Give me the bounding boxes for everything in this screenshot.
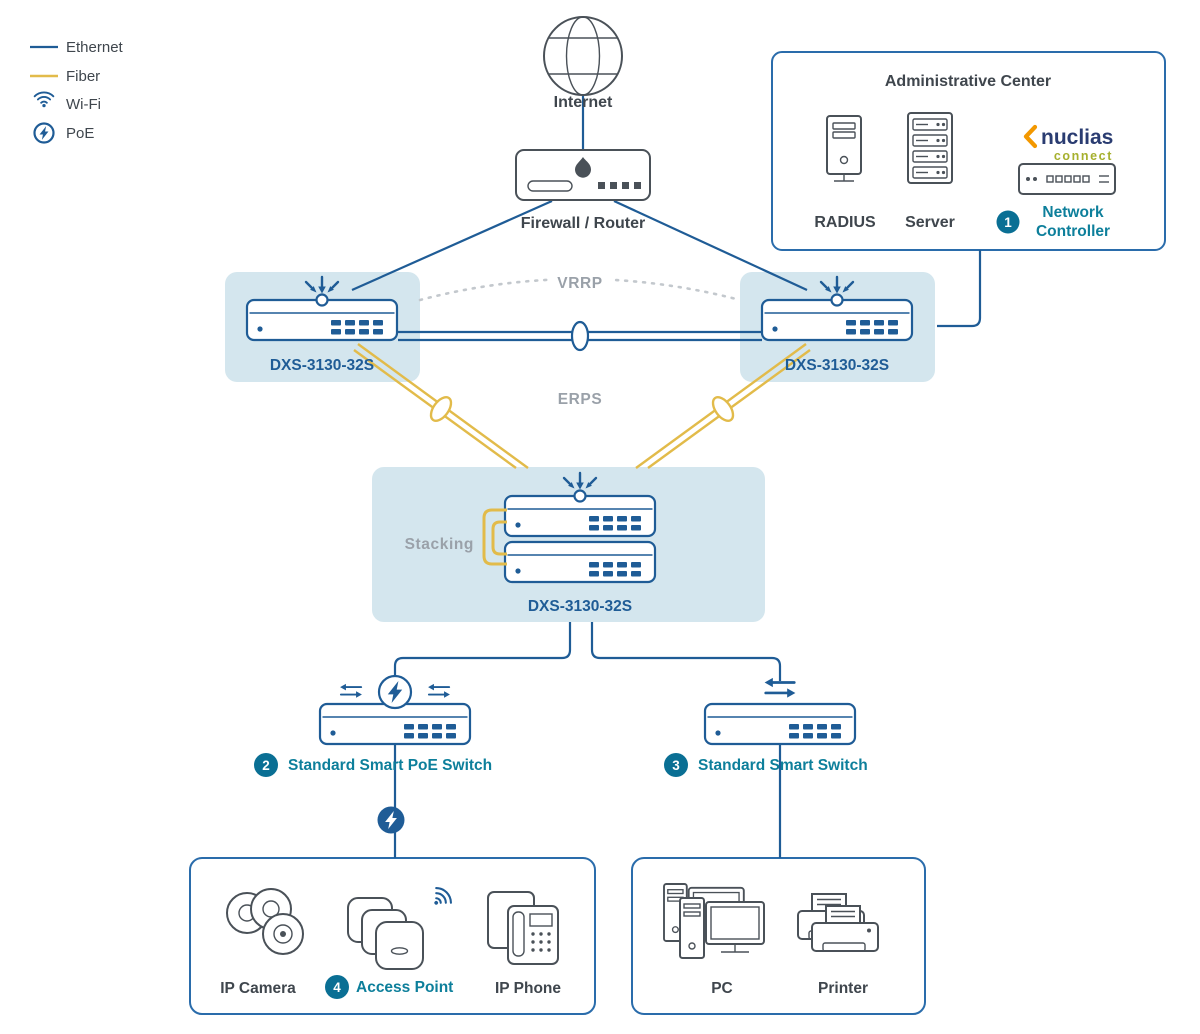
legend-wifi-label: Wi-Fi xyxy=(66,96,101,113)
stacking-cable-outer xyxy=(482,508,507,566)
internet-node: Internet xyxy=(543,16,623,111)
server-label: Server xyxy=(905,214,955,231)
lan-endpoints: PC Printer xyxy=(663,883,879,997)
erps-label: ERPS xyxy=(558,391,603,408)
firewall-label: Firewall / Router xyxy=(521,215,645,232)
globe-meridian xyxy=(565,16,601,96)
poe-injector-icon xyxy=(377,806,405,834)
core-switch-right-label: DXS-3130-32S xyxy=(785,357,889,374)
access-point-icon xyxy=(347,884,455,970)
fiber-ring-right-icon xyxy=(711,396,735,422)
switch-icon xyxy=(703,702,857,746)
wifi-icon xyxy=(33,91,55,109)
admin-center-box xyxy=(771,51,1166,251)
firewall-slot xyxy=(527,180,573,192)
legend-item-poe: PoE xyxy=(33,122,94,144)
link-stack-smart-switch xyxy=(590,622,782,681)
link-firewall-core-right xyxy=(613,200,808,291)
ip-camera-label: IP Camera xyxy=(220,980,296,997)
badge-3 xyxy=(664,753,688,777)
link-firewall-core-left xyxy=(351,199,553,292)
stack-switch-bottom-icon xyxy=(503,540,657,584)
stacking-label: Stacking xyxy=(405,536,474,553)
stack-switch-label: DXS-3130-32S xyxy=(528,598,632,615)
core-switch-left: DXS-3130-32S xyxy=(245,275,399,374)
legend-item-wifi: Wi-Fi xyxy=(33,91,101,113)
vrrp-label-plate xyxy=(548,272,612,294)
nuclias-chevron-icon xyxy=(1023,124,1038,149)
ip-camera-icon xyxy=(226,888,304,955)
legend-poe-label: PoE xyxy=(66,125,94,142)
printer-label: Printer xyxy=(818,980,868,997)
poe-switch-label: Standard Smart PoE Switch xyxy=(288,757,492,774)
core-switch-left-label: DXS-3130-32S xyxy=(270,357,374,374)
exchange-arrows-icon xyxy=(427,682,451,699)
stacking-switch-node: Stacking DXS-3130-32S xyxy=(405,471,657,615)
erps-ring-icon xyxy=(570,320,590,352)
admin-center-title: Administrative Center xyxy=(885,73,1051,90)
stacking-cable-inner xyxy=(491,520,507,556)
internet-label: Internet xyxy=(554,94,613,111)
badge-2-number: 2 xyxy=(262,758,270,773)
access-point-label: Access Point xyxy=(356,979,453,996)
legend-item-ethernet: Ethernet xyxy=(30,39,124,56)
badge-2 xyxy=(254,753,278,777)
firewall-router-node: Firewall / Router xyxy=(515,149,651,232)
legend-ethernet-label: Ethernet xyxy=(66,39,124,56)
fiber-ring-left-icon xyxy=(429,396,453,422)
link-stack-poe-switch xyxy=(393,622,572,677)
link-controller-core-right xyxy=(937,250,982,328)
nuclias-logo: nuclias connect xyxy=(1023,124,1113,163)
legend: Ethernet Fiber Wi-Fi PoE xyxy=(30,39,124,144)
poe-switch-node: 2 Standard Smart PoE Switch xyxy=(254,674,492,777)
firewall-ports xyxy=(598,182,641,189)
exchange-arrows-icon xyxy=(339,682,363,699)
poe-endpoints: IP Camera 4 Access Point IP Phone xyxy=(220,884,561,999)
badge-3-number: 3 xyxy=(672,758,680,773)
badge-1-number: 1 xyxy=(1004,215,1012,230)
badge-4-number: 4 xyxy=(333,980,341,995)
server-icon xyxy=(907,112,953,184)
smart-switch-node: 3 Standard Smart Switch xyxy=(664,676,868,777)
network-controller-label-line1: Network xyxy=(1042,204,1104,221)
core-switch-right: DXS-3130-32S xyxy=(760,275,914,374)
globe-icon xyxy=(543,16,623,96)
nuclias-brand-text: nuclias xyxy=(1041,126,1113,149)
pc-label: PC xyxy=(711,980,733,997)
smart-switch-label: Standard Smart Switch xyxy=(698,757,868,774)
legend-fiber-label: Fiber xyxy=(66,68,100,85)
vrrp-label: VRRP xyxy=(557,275,602,292)
flame-icon xyxy=(575,157,591,178)
nuclias-connect-text: connect xyxy=(1054,149,1113,163)
radius-label: RADIUS xyxy=(814,214,876,231)
switch-icon xyxy=(318,702,472,746)
badge-4 xyxy=(325,975,349,999)
ip-phone-icon xyxy=(487,891,559,965)
legend-item-fiber: Fiber xyxy=(30,68,100,85)
network-controller-icon xyxy=(1018,163,1116,195)
network-controller-label-line2: Controller xyxy=(1036,223,1110,240)
admin-center: Administrative Center RADIUS Server nucl… xyxy=(814,73,1116,240)
radius-server-icon xyxy=(826,115,862,182)
badge-1 xyxy=(996,210,1020,234)
ip-phone-label: IP Phone xyxy=(495,980,561,997)
